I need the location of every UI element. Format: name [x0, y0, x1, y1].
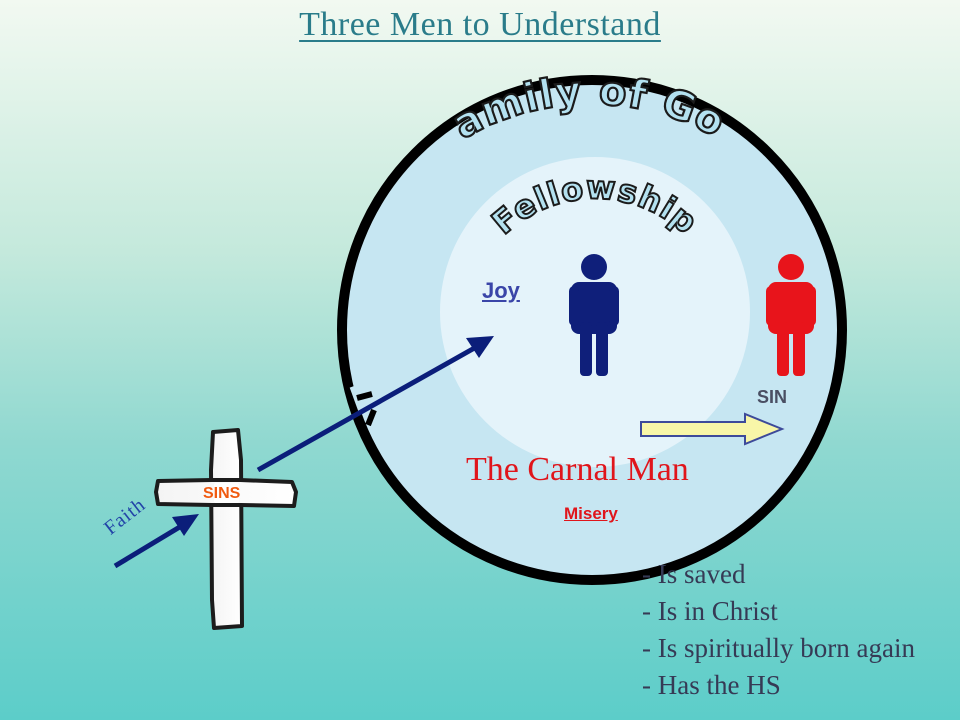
ring-gap-edge-top: [356, 391, 373, 401]
cross-icon: [154, 428, 298, 630]
sins-label: SINS: [203, 485, 241, 502]
joy-arrow-icon: [256, 336, 494, 473]
trait-item: - Has the HS: [642, 670, 781, 700]
faith-arrow-icon: [113, 514, 199, 569]
trait-item: - Is in Christ: [642, 596, 778, 626]
sin-arrow-icon: [640, 412, 785, 446]
slide-title: Three Men to Understand: [299, 6, 661, 43]
trait-item: - Is saved: [642, 559, 746, 589]
person-figure-blue-icon: [569, 254, 619, 376]
carnal-man-label: The Carnal Man: [466, 451, 689, 488]
carnal-man-traits: - Is saved - Is in Christ - Is spiritual…: [642, 556, 915, 704]
person-figure-red-icon: [766, 254, 816, 376]
joy-label: Joy: [482, 278, 520, 303]
misery-label: Misery: [564, 504, 618, 523]
ring-gap-edge-bottom: [365, 408, 377, 427]
trait-item: - Is spiritually born again: [642, 633, 915, 663]
sin-label: SIN: [757, 387, 788, 407]
